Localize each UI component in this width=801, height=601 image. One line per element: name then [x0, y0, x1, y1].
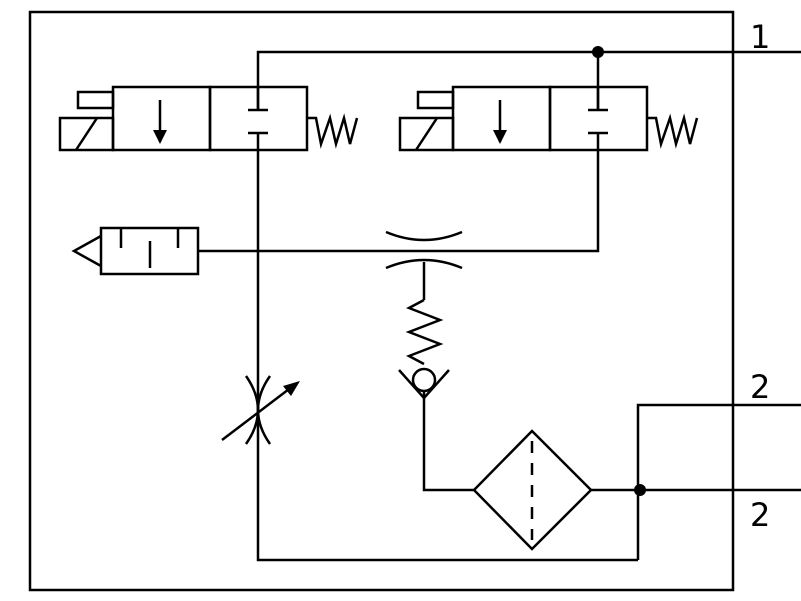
valve-right: [398, 85, 699, 152]
exhaust-silencer: [71, 226, 200, 276]
check-to-filter-line: [422, 391, 474, 492]
valve-left: [58, 85, 359, 152]
enclosure-frame: [28, 10, 735, 592]
variable-throttle: [221, 375, 300, 445]
exhaust-line: [198, 150, 600, 253]
port-1-label: 1: [750, 18, 770, 56]
return-line: [256, 150, 638, 562]
outlet-lines: [591, 403, 801, 560]
check-valve: [398, 262, 450, 400]
orifice-symbol: [385, 230, 463, 270]
port-2-lower-label: 2: [750, 496, 770, 534]
filter-symbol: [472, 429, 593, 551]
port-2-upper-label: 2: [750, 368, 770, 406]
supply-line: [256, 46, 801, 110]
